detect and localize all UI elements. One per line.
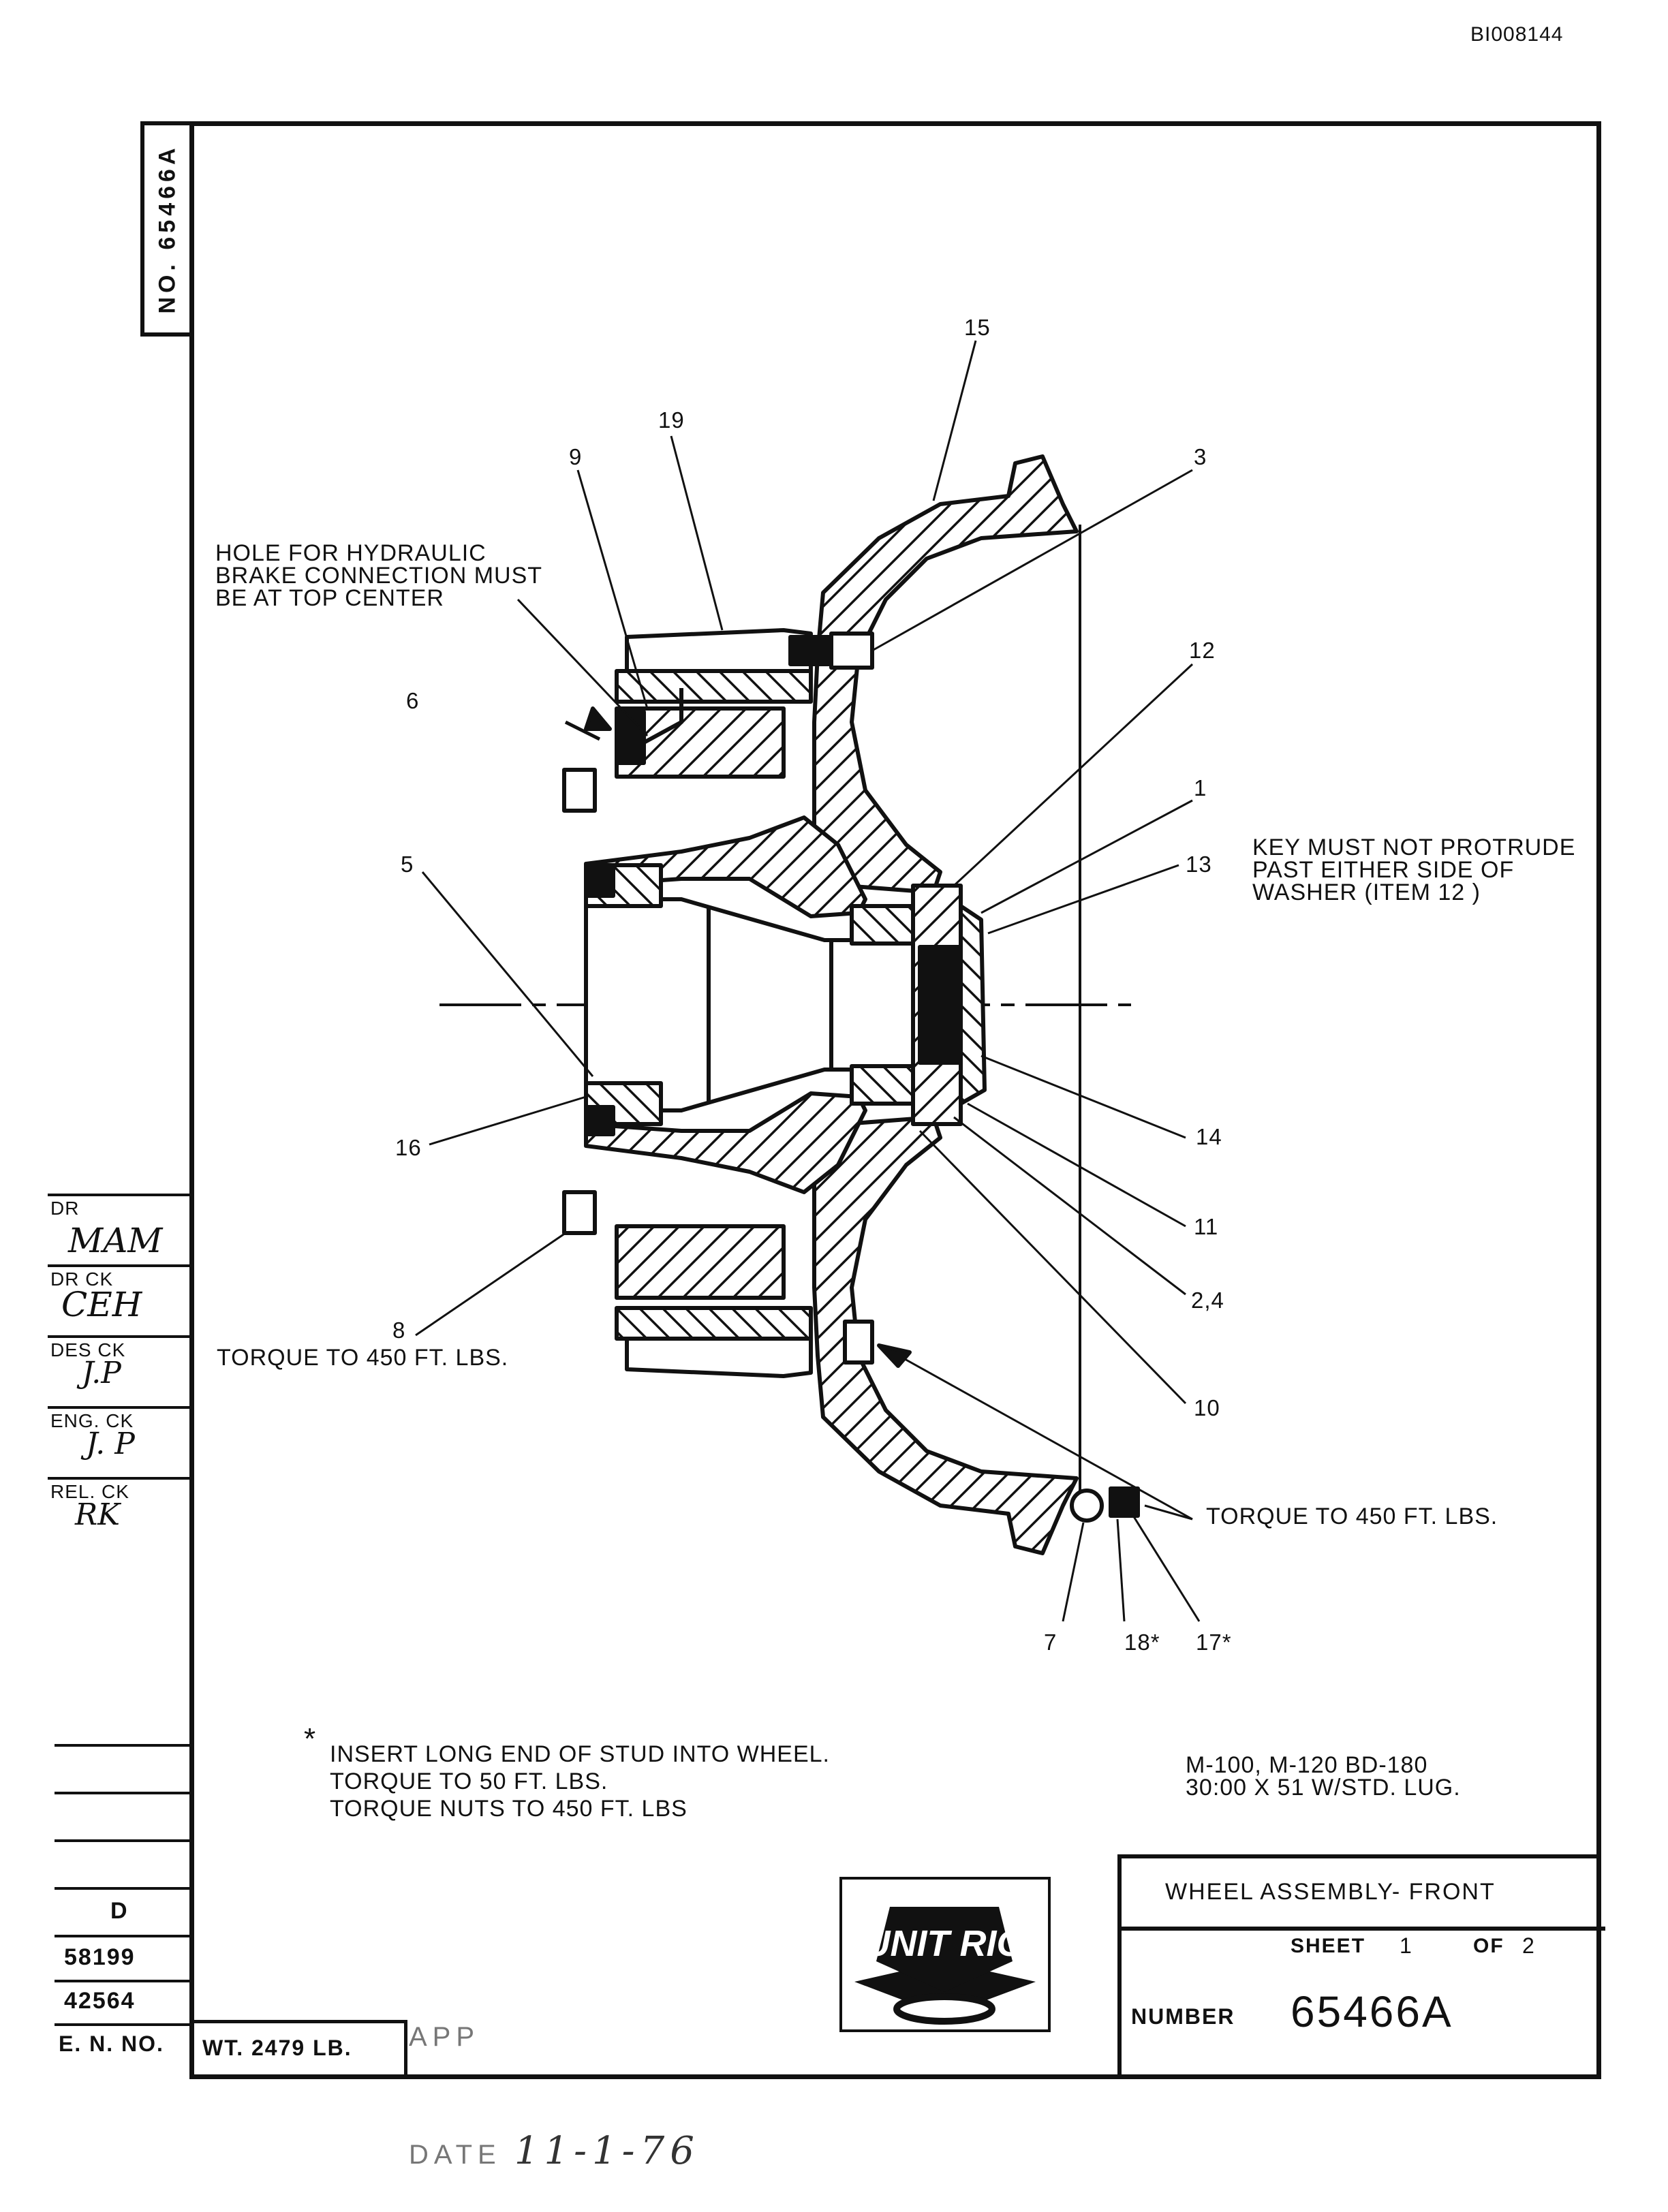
callout-13: 13 (1186, 852, 1212, 877)
side-number-stripe: NO. 65466A (140, 121, 191, 337)
upper-wheel-disc (812, 454, 1079, 894)
callout-6: 6 (406, 688, 420, 713)
sheet-label: SHEET (1291, 1935, 1366, 1957)
approval-date: 11-1-76 (514, 2129, 700, 2173)
relck-label: REL. CK (50, 1481, 129, 1502)
drum-rim-upper (625, 628, 813, 671)
approval-line-1: APP (409, 2022, 480, 2052)
drawing-number: 65466A (1291, 1987, 1453, 2036)
brake-drum-upper (615, 669, 813, 704)
logo-text: UNIT RIG (864, 1923, 1025, 1964)
brake-drum-lower (615, 1306, 813, 1341)
drck-label: DR CK (50, 1268, 114, 1290)
stud-note: INSERT LONG END OF STUD INTO WHEEL. TORQ… (330, 1741, 830, 1822)
desck-label: DES CK (50, 1339, 126, 1360)
unit-rig-logo: UNIT RIG (839, 1877, 1051, 2032)
desck-signature: J.P (82, 1356, 121, 1390)
weight-box: WT. 2479 LB. (189, 2020, 407, 2074)
bolt-stud (1109, 1486, 1140, 1518)
outer-bearing-lower (850, 1064, 922, 1106)
weight-value: WT. 2479 LB. (202, 2036, 352, 2060)
eno-label: E. N. NO. (59, 2031, 164, 2056)
callout-3: 3 (1194, 444, 1207, 469)
bolt-16 (584, 1105, 615, 1136)
callout-11: 11 (1194, 1214, 1219, 1239)
relck-signature: RK (75, 1497, 120, 1532)
engck-label: ENG. CK (50, 1410, 134, 1431)
sheet-number: 1 (1400, 1933, 1413, 1958)
hub-cap (959, 904, 987, 1106)
bolt-10 (843, 1320, 874, 1365)
callout-7: 7 (1044, 1630, 1057, 1655)
key-note: KEY MUST NOT PROTRUDE PAST EITHER SIDE O… (1252, 835, 1576, 905)
callout-2-4: 2,4 (1191, 1288, 1224, 1313)
sign-off-column: DR MAM DR CK CEH DES CK J.P ENG. CK J. P… (48, 1194, 189, 1548)
callout-17: 17* (1196, 1630, 1232, 1655)
revision-block: D 58199 42564 (55, 1744, 189, 2051)
bolt-lug-lower (562, 1190, 597, 1235)
drum-rim-lower (625, 1339, 813, 1378)
leader-arrow-hydraulic (564, 720, 601, 741)
unit-rig-logo-mark: UNIT RIG (854, 1907, 1036, 2025)
approval-stamp: APP DATE 11-1-76 (409, 1942, 700, 2212)
callout-14: 14 (1196, 1124, 1222, 1149)
callout-5: 5 (401, 852, 414, 877)
callout-12: 12 (1189, 638, 1216, 663)
washer-7 (1070, 1489, 1104, 1523)
approval-line-2: DATE (409, 2140, 501, 2170)
bolt-lug-upper (562, 768, 597, 813)
torque-note-right: TORQUE TO 450 FT. LBS. (1206, 1504, 1498, 1529)
bolt-6 (584, 867, 615, 898)
drawing-title: WHEEL ASSEMBLY- FRONT (1165, 1879, 1496, 1905)
outer-bearing-upper (850, 904, 922, 946)
hydraulic-note: HOLE FOR HYDRAULIC BRAKE CONNECTION MUST… (215, 540, 543, 611)
callout-9: 9 (569, 444, 583, 469)
eno-row-2: 42564 (64, 1988, 136, 2014)
callout-19: 19 (658, 407, 685, 433)
drck-signature: CEH (61, 1285, 142, 1324)
of-label: OF (1473, 1935, 1504, 1957)
eno-row-1: 58199 (64, 1944, 136, 1970)
callout-16: 16 (395, 1135, 422, 1160)
bolt-3 (788, 635, 833, 666)
document-id: BI008144 (1470, 23, 1564, 46)
engck-signature: J. P (86, 1427, 135, 1461)
callout-10: 10 (1194, 1395, 1220, 1420)
wheel-section-diagram (415, 340, 1201, 1622)
dr-label: DR (50, 1198, 80, 1219)
bolt-9 (615, 710, 646, 765)
asterisk-mark: * (304, 1722, 316, 1756)
drawing-frame (189, 121, 1601, 2079)
callout-8: 8 (392, 1318, 406, 1343)
callout-1: 1 (1194, 775, 1207, 800)
torque-note-left: TORQUE TO 450 FT. LBS. (217, 1345, 509, 1371)
title-block: WHEEL ASSEMBLY- FRONT SHEET 1 OF 2 NUMBE… (1117, 1854, 1605, 2079)
dr-signature: MAM (68, 1221, 163, 1260)
callout-15: 15 (964, 315, 991, 340)
brake-shoe-lower (615, 1224, 786, 1300)
number-label: NUMBER (1131, 2004, 1235, 2029)
model-note: M-100, M-120 BD-180 30:00 X 51 W/STD. LU… (1186, 1752, 1461, 1801)
callout-18: 18* (1124, 1630, 1160, 1655)
sheet-total: 2 (1522, 1933, 1536, 1958)
revision-letter: D (110, 1898, 129, 1924)
